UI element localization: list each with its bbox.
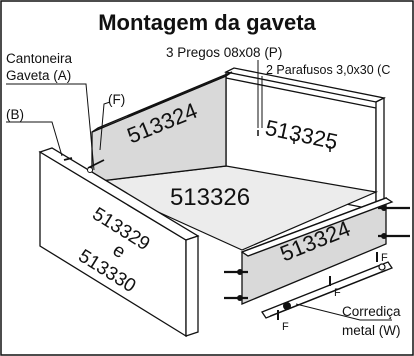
label-cantoneira: Cantoneira xyxy=(6,51,73,66)
f-markers xyxy=(277,252,378,320)
f-marker-3: F xyxy=(282,321,289,333)
f-marker-2: F xyxy=(334,287,341,299)
nail-markers xyxy=(257,130,331,152)
diagram-title: Montagem da gaveta xyxy=(98,10,316,35)
metal-slide xyxy=(261,261,393,319)
corner-bracket xyxy=(63,157,105,173)
left-side-panel xyxy=(91,71,233,183)
label-corredica: Corrediça xyxy=(342,304,401,319)
label-pregos: 3 Pregos 08x08 (P) xyxy=(166,45,282,60)
front-panel xyxy=(38,147,200,338)
f-marker-1: F xyxy=(381,252,388,264)
label-gaveta-a: Gaveta (A) xyxy=(6,68,71,83)
label-parafusos: 2 Parafusos 3,0x30 (C xyxy=(266,63,390,77)
bottom-panel-code: 513326 xyxy=(170,184,250,211)
right-side-panel xyxy=(240,197,394,305)
label-metal-w: metal (W) xyxy=(342,323,401,338)
leader-lines xyxy=(6,60,392,321)
screw-markers-back xyxy=(378,205,410,239)
label-f: (F) xyxy=(108,92,125,107)
screw-markers-front xyxy=(224,269,248,301)
label-b: (B) xyxy=(6,107,24,122)
